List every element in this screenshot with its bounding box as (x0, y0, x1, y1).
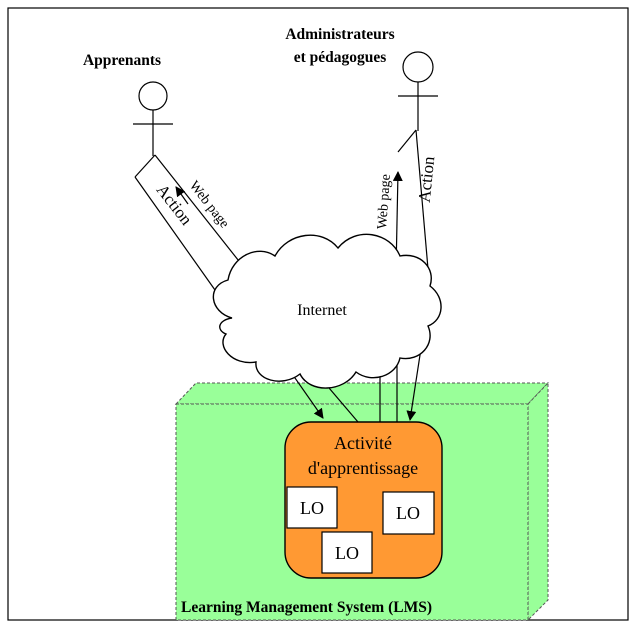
learner-actor-label: Apprenants (83, 52, 161, 69)
learner-actor-head (138, 81, 168, 111)
internet-label: Internet (297, 302, 347, 319)
admins-action-label: Action (415, 155, 439, 203)
admin-actor-head (402, 51, 434, 83)
cloud-shape (212, 233, 442, 389)
learners-channel-cap (134, 154, 156, 178)
learners-channel-edge-outer (134, 176, 216, 291)
learner-actor: Apprenants (83, 52, 173, 156)
admin-actor: Administrateurs et pédagogues (285, 26, 438, 131)
lms-box-side (527, 381, 549, 622)
learning-object-1-label: LO (300, 498, 324, 518)
lms-label: Learning Management System (LMS) (181, 599, 432, 616)
activity-label-line1: Activité (334, 433, 392, 453)
activity-box: Activité d'apprentissage LO LO LO (284, 421, 443, 579)
admins-channel-left-edge (397, 129, 417, 153)
learning-object-1 (286, 486, 338, 529)
lms-box-top (174, 382, 550, 405)
learning-object-2-label: LO (396, 503, 420, 523)
learning-object-2 (382, 491, 435, 535)
admins-channel-right-edge (415, 129, 431, 293)
learners-webpage-arrow (175, 186, 189, 205)
activity-label-line2: d'apprentissage (308, 458, 418, 478)
learning-object-3-label: LO (335, 543, 359, 563)
admin-actor-label-line2: et pédagogues (294, 49, 387, 66)
learning-object-3 (321, 531, 373, 574)
learners-channel-edge-inner (154, 154, 247, 271)
admins-webpage-label: Web page (375, 174, 394, 230)
admin-actor-label-line1: Administrateurs (285, 26, 394, 43)
internet-cloud: Internet (212, 233, 442, 389)
